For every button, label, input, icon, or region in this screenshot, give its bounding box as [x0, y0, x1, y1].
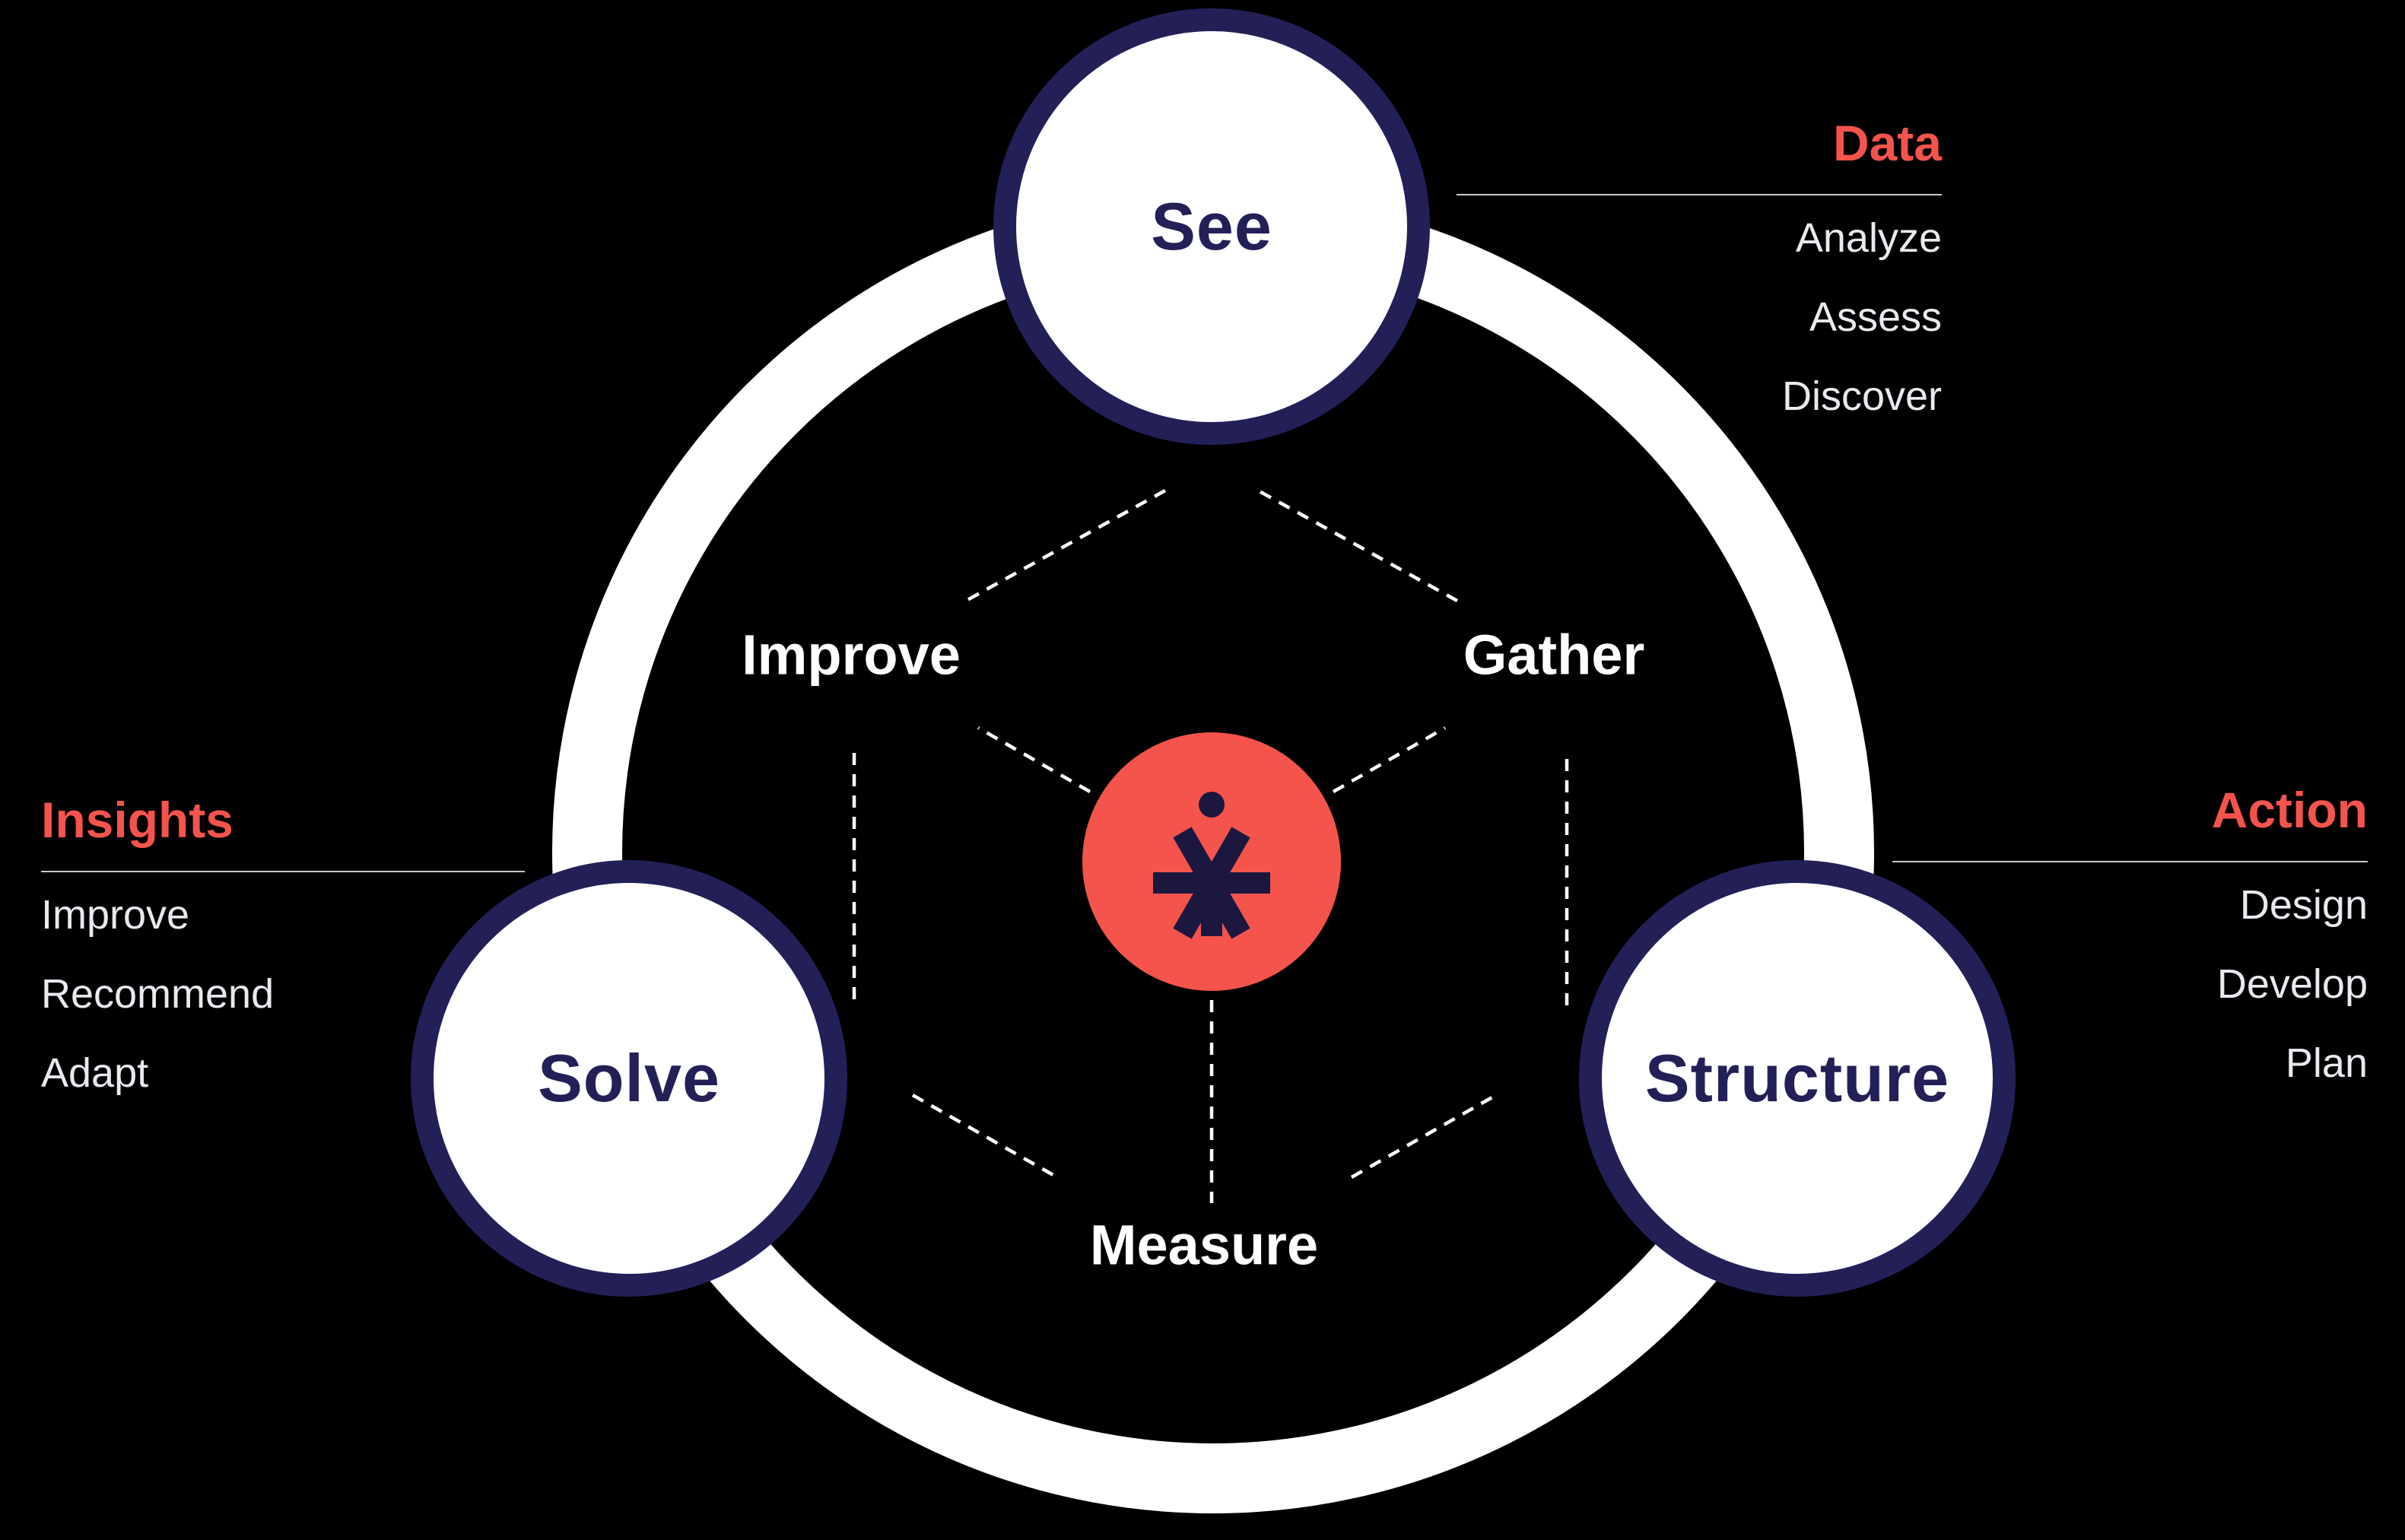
dash-center-gather — [1332, 726, 1447, 793]
dashed-connectors — [852, 489, 1569, 1203]
annotation-data: Data Analyze Assess Discover — [1457, 115, 1942, 436]
annotation-action-title: Action — [2211, 782, 2368, 838]
annotation-action-item: Plan — [2285, 1040, 2368, 1086]
annotation-data-item: Analyze — [1795, 215, 1942, 261]
annotation-action-item: Develop — [2216, 961, 2368, 1007]
inner-label-improve: Improve — [742, 623, 961, 687]
annotation-data-rule — [1457, 194, 1942, 195]
dash-see-improve — [964, 489, 1167, 602]
node-label-see: See — [1151, 189, 1272, 264]
annotation-insights-item: Recommend — [41, 971, 275, 1017]
annotation-insights-item: Improve — [41, 892, 190, 938]
annotation-insights-rule — [41, 871, 525, 872]
annotation-data-item: Discover — [1781, 373, 1942, 419]
node-circle-structure — [1579, 860, 2016, 1297]
node-label-structure: Structure — [1644, 1040, 1950, 1116]
inner-label-gather: Gather — [1463, 623, 1645, 687]
annotation-action: Action Design Develop Plan — [1892, 782, 2368, 1103]
annotation-action-rule — [1892, 861, 2368, 862]
annotation-data-title: Data — [1832, 115, 1942, 171]
dash-solve-measure — [911, 1094, 1059, 1179]
annotation-action-item: Design — [2239, 882, 2368, 928]
annotation-insights-title: Insights — [41, 792, 234, 848]
center-logo — [1082, 732, 1341, 991]
annotation-data-item: Assess — [1809, 294, 1942, 340]
dash-gather-see — [1257, 489, 1459, 602]
node-label-solve: Solve — [538, 1040, 720, 1116]
annotation-insights-item: Adapt — [41, 1050, 149, 1096]
node-circle-see — [993, 8, 1430, 445]
node-circle-solve — [411, 860, 847, 1297]
asterisk-logo-icon — [1153, 792, 1270, 939]
dash-measure-structure — [1350, 1094, 1498, 1179]
dash-center-improve — [977, 726, 1091, 793]
inner-label-measure: Measure — [1089, 1213, 1319, 1277]
annotation-insights: Insights Improve Recommend Adapt — [41, 792, 525, 1113]
